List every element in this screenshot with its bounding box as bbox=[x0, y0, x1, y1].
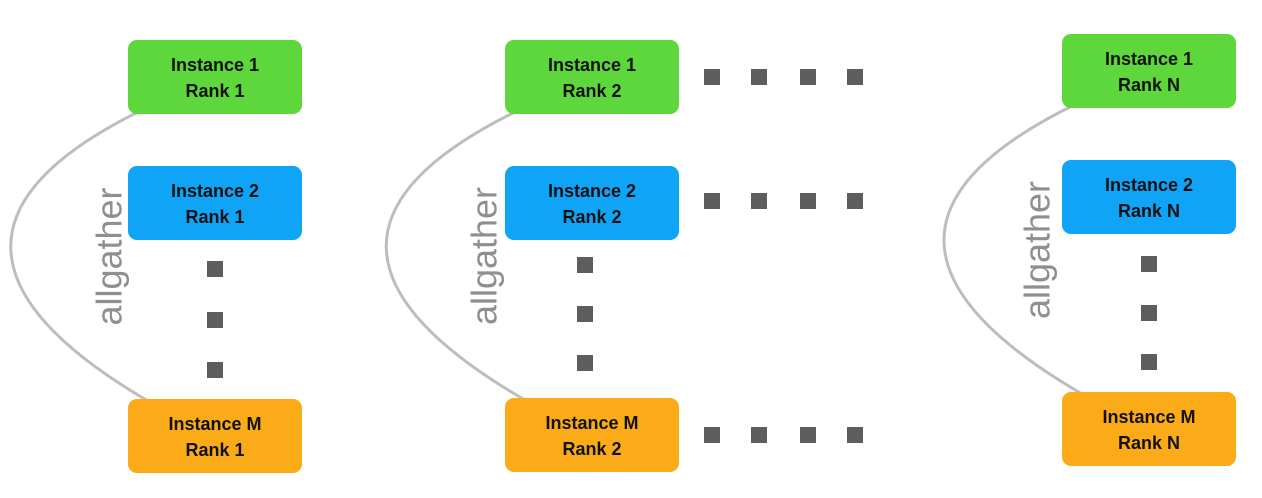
rank-label: Rank N bbox=[1118, 201, 1180, 221]
allgather-arc bbox=[942, 104, 1083, 396]
rank-label: Rank 2 bbox=[562, 81, 621, 101]
instance-box-bg bbox=[128, 40, 302, 114]
instance-label: Instance 2 bbox=[548, 181, 636, 201]
group-1: allgather Instance 1 Rank 1 Instance 2 Rank … bbox=[9, 40, 302, 473]
allgather-arc bbox=[384, 110, 526, 402]
instance-label: Instance M bbox=[545, 413, 638, 433]
instance-box: Instance M Rank 2 bbox=[505, 398, 679, 472]
allgather-label: allgather bbox=[464, 187, 505, 325]
group-3: allgather Instance 1 Rank N Instance 2 Rank … bbox=[942, 34, 1236, 466]
instance-box-bg bbox=[505, 398, 679, 472]
ellipsis-dot bbox=[800, 193, 816, 209]
rank-label: Rank 1 bbox=[185, 440, 244, 460]
ellipsis-dot bbox=[1141, 256, 1157, 272]
ellipsis-dot bbox=[751, 427, 767, 443]
ellipsis-dot bbox=[577, 257, 593, 273]
instance-box: Instance 2 Rank 2 bbox=[505, 166, 679, 240]
instance-label: Instance 1 bbox=[1105, 49, 1193, 69]
ellipsis-dot bbox=[1141, 305, 1157, 321]
ellipsis-dot bbox=[207, 261, 223, 277]
ellipsis-dot bbox=[847, 193, 863, 209]
instance-label: Instance M bbox=[1102, 407, 1195, 427]
ellipsis-dot bbox=[207, 312, 223, 328]
instance-label: Instance 2 bbox=[1105, 175, 1193, 195]
instance-box-bg bbox=[505, 40, 679, 114]
ellipsis-dot bbox=[847, 69, 863, 85]
instance-box-bg bbox=[1062, 160, 1236, 234]
ellipsis-dot bbox=[800, 69, 816, 85]
instance-box: Instance 2 Rank N bbox=[1062, 160, 1236, 234]
instance-box-bg bbox=[505, 166, 679, 240]
instance-label: Instance 2 bbox=[171, 181, 259, 201]
instance-box-bg bbox=[128, 166, 302, 240]
instance-label: Instance M bbox=[168, 414, 261, 434]
ellipsis-dot bbox=[800, 427, 816, 443]
instance-box-bg bbox=[1062, 34, 1236, 108]
ellipsis-dot bbox=[207, 362, 223, 378]
instance-box: Instance M Rank N bbox=[1062, 392, 1236, 466]
instance-label: Instance 1 bbox=[171, 55, 259, 75]
instance-box: Instance 1 Rank N bbox=[1062, 34, 1236, 108]
ellipsis-dot bbox=[751, 69, 767, 85]
rank-label: Rank 2 bbox=[562, 207, 621, 227]
allgather-arc bbox=[9, 110, 149, 403]
instance-box-bg bbox=[1062, 392, 1236, 466]
rank-label: Rank 2 bbox=[562, 439, 621, 459]
rank-label: Rank N bbox=[1118, 433, 1180, 453]
instance-box-bg bbox=[128, 399, 302, 473]
ellipsis-dot bbox=[1141, 354, 1157, 370]
rank-label: Rank N bbox=[1118, 75, 1180, 95]
ellipsis-dot bbox=[577, 306, 593, 322]
rank-label: Rank 1 bbox=[185, 207, 244, 227]
group-2: allgather Instance 1 Rank 2 Instance 2 Rank … bbox=[384, 40, 863, 472]
instance-label: Instance 1 bbox=[548, 55, 636, 75]
allgather-label: allgather bbox=[89, 187, 130, 325]
instance-box: Instance 2 Rank 1 bbox=[128, 166, 302, 240]
instance-box: Instance 1 Rank 1 bbox=[128, 40, 302, 114]
instance-box: Instance M Rank 1 bbox=[128, 399, 302, 473]
ellipsis-dot bbox=[751, 193, 767, 209]
ellipsis-dot bbox=[847, 427, 863, 443]
rank-label: Rank 1 bbox=[185, 81, 244, 101]
ellipsis-dot bbox=[704, 427, 720, 443]
instance-box: Instance 1 Rank 2 bbox=[505, 40, 679, 114]
ellipsis-dot bbox=[577, 355, 593, 371]
ellipsis-dot bbox=[704, 193, 720, 209]
allgather-label: allgather bbox=[1017, 181, 1058, 319]
ellipsis-dot bbox=[704, 69, 720, 85]
